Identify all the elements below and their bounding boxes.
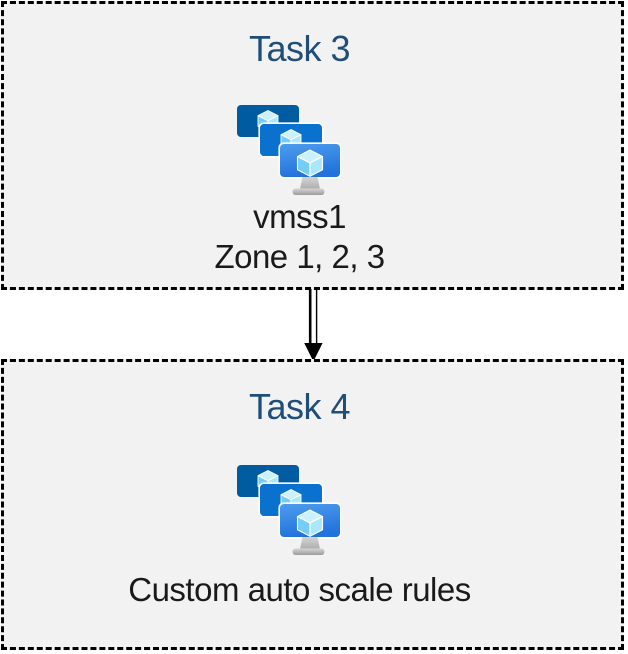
- vmss-icon: [237, 105, 341, 196]
- task4-caption: Custom auto scale rules: [0, 570, 608, 610]
- autoscale-label: Custom auto scale rules: [128, 571, 471, 608]
- zones-label: Zone 1, 2, 3: [214, 238, 385, 275]
- task4-title: Task 4: [248, 386, 351, 427]
- task3-title: Task 3: [248, 28, 351, 69]
- down-arrow: [304, 289, 323, 362]
- task3-box: Task 3 vmss1 Zone 1, 2, 3: [1, 1, 624, 290]
- vmss-name-label: vmss1: [253, 198, 346, 235]
- vmss-icon: [237, 465, 341, 556]
- task4-box: Task 4 Custom auto scale rules: [1, 359, 624, 650]
- task3-caption: vmss1 Zone 1, 2, 3: [0, 197, 608, 277]
